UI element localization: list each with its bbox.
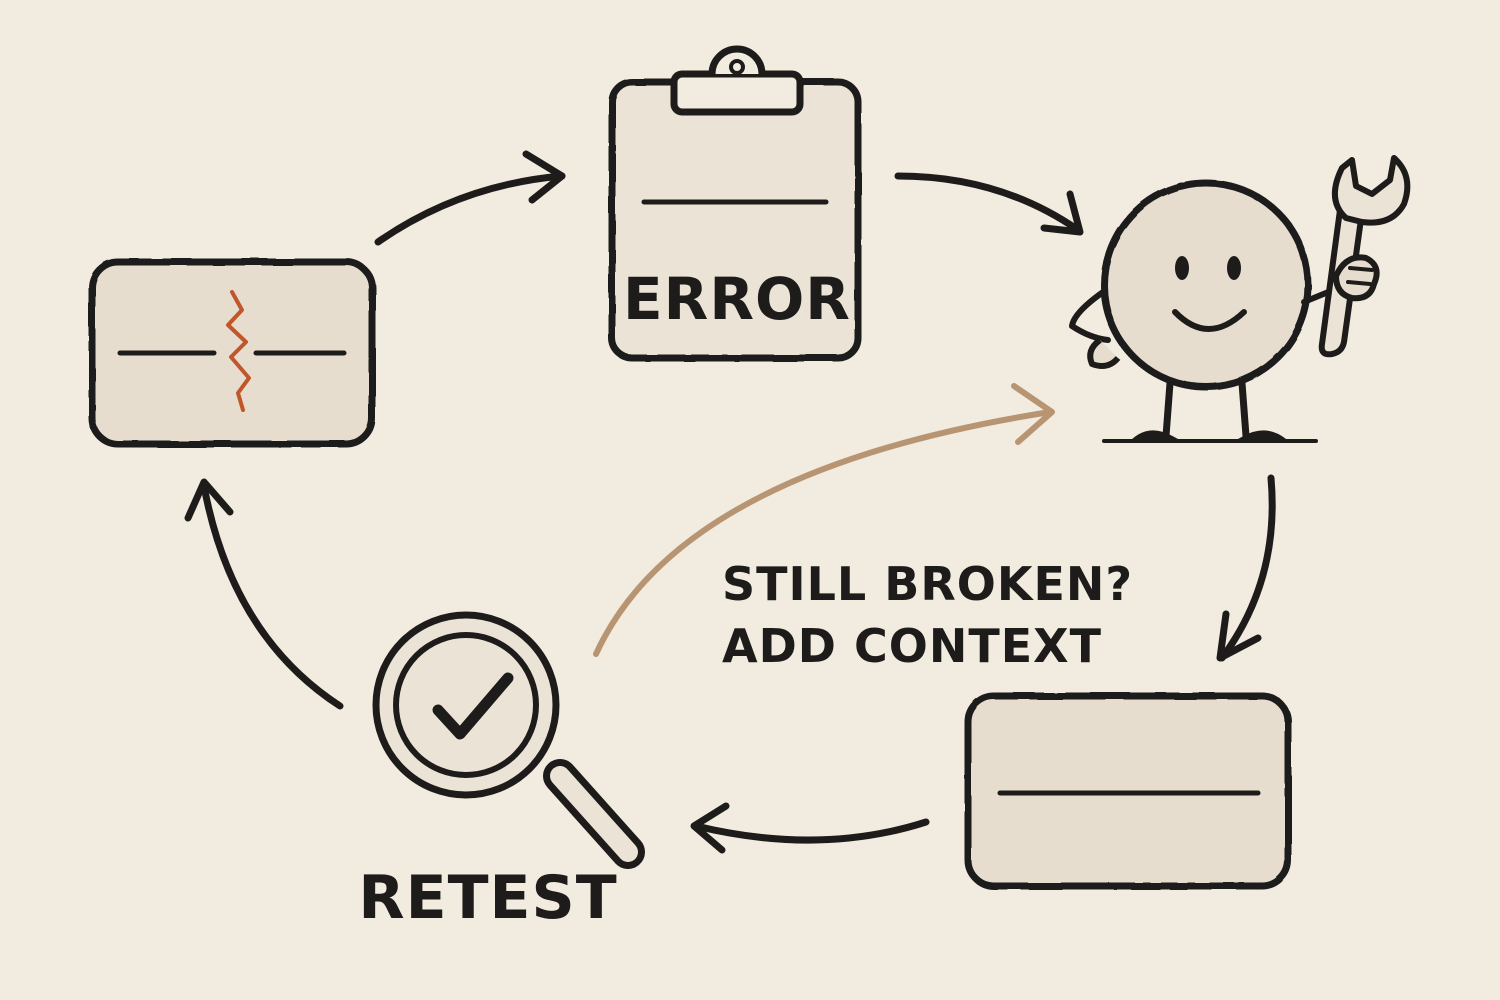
feedback-arrow: [593, 383, 1055, 657]
retest-label: RETEST: [358, 863, 617, 933]
feedback-label-line1: STILL BROKEN?: [722, 557, 1133, 611]
checkmark-icon: [432, 672, 514, 740]
crack-mark: [226, 290, 251, 412]
feedback-label-line2: ADD CONTEXT: [722, 619, 1102, 673]
smiley-wrench-icon: [1069, 155, 1411, 443]
arrow-to-patch: [1216, 474, 1276, 662]
magnifier-check-icon: RETEST: [358, 611, 645, 933]
arrow-to-broken: [184, 478, 344, 710]
broken-card-icon: [88, 258, 376, 448]
arrow-to-retest: [690, 802, 930, 854]
arrow-to-error: [374, 150, 566, 246]
error-label: ERROR: [623, 265, 851, 333]
clipboard-icon: ERROR: [608, 45, 862, 362]
fixed-card-icon: [964, 692, 1292, 890]
arrow-to-fixer: [894, 172, 1084, 236]
